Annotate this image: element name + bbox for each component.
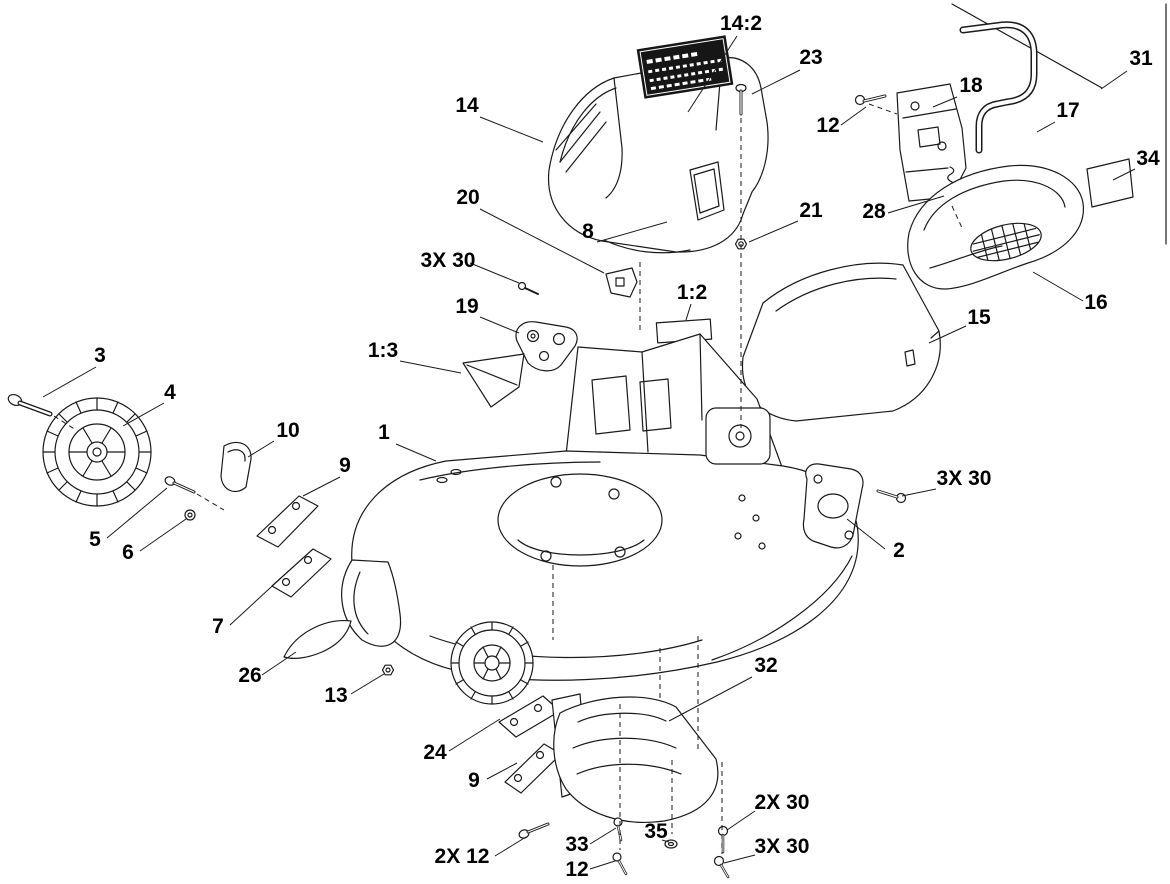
part-bracket-2 (802, 463, 864, 549)
callout-28: 28 (862, 200, 886, 223)
callout-16: 16 (1084, 291, 1107, 314)
part-screw-3x30-bottom (713, 855, 730, 879)
part-washer-6 (184, 509, 196, 521)
part-screw-3x30-upper-left (517, 281, 539, 295)
part-screw-3x30-right (876, 489, 907, 504)
callout-3x30-upper-left: 3X 30 (421, 249, 476, 272)
callout-23: 23 (799, 46, 822, 69)
callout-34: 34 (1136, 147, 1160, 170)
callout-7: 7 (212, 615, 224, 638)
part-discharge-housing (551, 693, 719, 823)
part-clip-10 (220, 441, 252, 493)
part-handle-housing (907, 164, 1084, 290)
callout-9-lower: 9 (468, 769, 480, 792)
part-bolt-12-upper (854, 94, 887, 106)
callout-3x30-bottom: 3X 30 (755, 835, 810, 858)
callout-12-upper: 12 (816, 114, 839, 137)
callout-labels: 14:2 23 31 14 12 18 17 34 20 8 21 28 3X … (89, 12, 1160, 881)
callout-6: 6 (122, 541, 134, 564)
callout-33: 33 (565, 833, 588, 856)
callout-12-lower: 12 (565, 858, 588, 881)
callout-1-3: 1:3 (368, 339, 398, 362)
part-tag-1-3 (462, 353, 525, 408)
part-engine-cover (547, 56, 769, 254)
part-screw-12-lower (612, 852, 628, 876)
part-wheel-bolt (7, 393, 53, 417)
callout-21: 21 (799, 199, 823, 222)
assembly-alignment-lines (53, 103, 964, 854)
callout-14: 14 (455, 94, 479, 117)
callout-19: 19 (455, 295, 478, 318)
part-rear-wheel (42, 397, 152, 507)
callout-15: 15 (967, 306, 991, 329)
part-deck (341, 407, 859, 681)
callout-10: 10 (276, 419, 299, 442)
callout-24: 24 (423, 741, 447, 764)
callout-3: 3 (94, 344, 106, 367)
callout-18: 18 (959, 74, 983, 97)
detail-frame (951, 3, 1167, 245)
callout-leader-lines (42, 35, 1136, 870)
callout-2: 2 (893, 539, 905, 562)
part-handle-rod (959, 21, 1038, 154)
callout-4: 4 (164, 381, 176, 404)
part-bracket-9-left (256, 495, 319, 548)
part-pad (1086, 158, 1134, 208)
callout-13: 13 (324, 684, 347, 707)
warning-decal-icon (636, 35, 734, 99)
part-bracket-7 (271, 548, 332, 598)
callout-35: 35 (644, 820, 668, 843)
callout-32: 32 (754, 654, 777, 677)
part-nut-13 (381, 664, 395, 676)
callout-31: 31 (1129, 47, 1153, 70)
part-curved-strip-26 (283, 620, 352, 659)
part-bolt-23 (735, 83, 747, 116)
callout-2x30: 2X 30 (755, 791, 810, 814)
callout-17: 17 (1056, 99, 1079, 122)
part-clip-20 (605, 267, 638, 298)
part-bolt-5 (164, 476, 196, 494)
part-bracket-24 (498, 695, 561, 738)
callout-26: 26 (238, 664, 261, 687)
callout-1: 1 (378, 421, 390, 444)
callout-5: 5 (89, 528, 101, 551)
callout-3x30-right: 3X 30 (937, 467, 992, 490)
callout-2x12: 2X 12 (435, 845, 490, 868)
part-bracket-9-lower (504, 743, 562, 794)
part-rear-panel (741, 262, 941, 422)
callout-14-2: 14:2 (720, 12, 762, 35)
part-plate-19 (515, 321, 578, 372)
part-bolt-2x12 (518, 822, 550, 839)
callout-8: 8 (582, 220, 594, 243)
callout-20: 20 (456, 186, 479, 209)
callout-9-left: 9 (339, 454, 351, 477)
part-front-wheel (450, 621, 534, 705)
part-screw-2x30 (717, 825, 729, 854)
callout-1-2: 1:2 (677, 281, 707, 304)
